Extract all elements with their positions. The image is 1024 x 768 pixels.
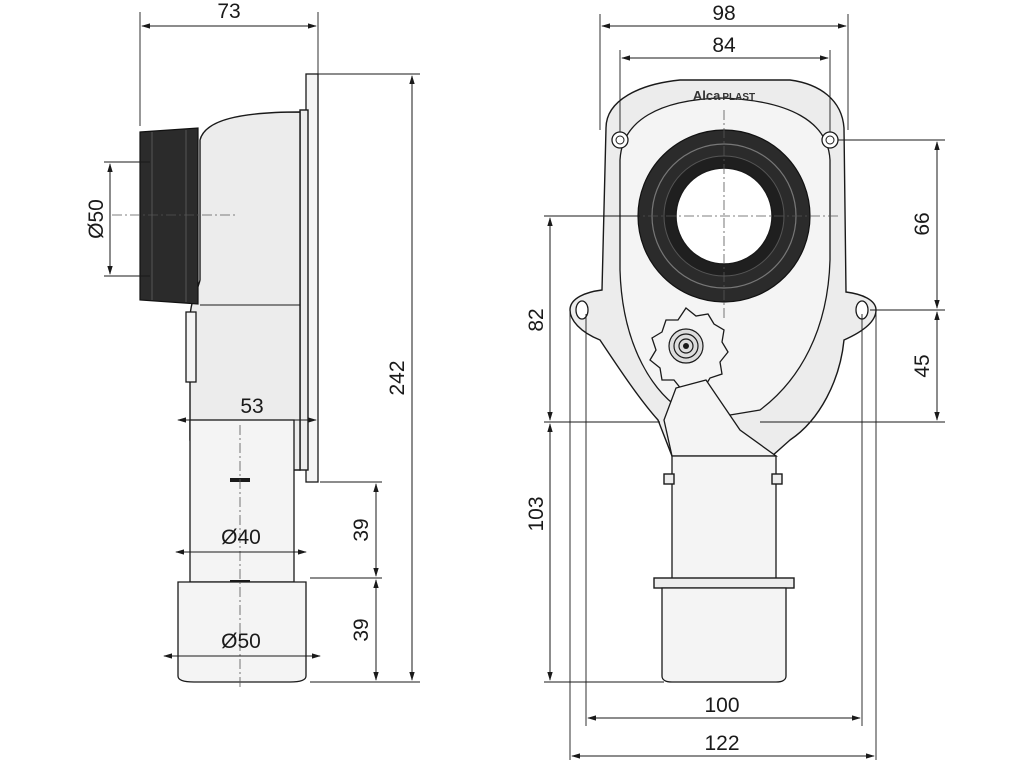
- dim-242: 242: [386, 360, 409, 395]
- mounting-hole-top-right: [821, 131, 839, 149]
- dim-diameter-50-inlet: Ø50: [85, 199, 108, 239]
- front-outlet-socket: [661, 587, 787, 683]
- dim-66: 66: [911, 212, 934, 235]
- dim-73: 73: [217, 0, 240, 23]
- pipe-clip-right: [771, 473, 783, 485]
- dim-100: 100: [704, 694, 739, 717]
- inlet-rubber-seal: [139, 127, 199, 305]
- dim-39-upper: 39: [350, 518, 373, 541]
- dim-diameter-40: Ø40: [221, 526, 261, 549]
- mounting-hole-top-left: [611, 131, 629, 149]
- dim-103: 103: [525, 496, 548, 531]
- dim-53: 53: [240, 395, 263, 418]
- cleaning-nut: [649, 307, 729, 391]
- flange-lip: [299, 109, 309, 471]
- front-socket-rim: [653, 577, 795, 589]
- dim-98: 98: [712, 2, 735, 25]
- dim-diameter-50-outlet: Ø50: [221, 630, 261, 653]
- outlet-pipe: [189, 419, 295, 583]
- dim-122: 122: [704, 732, 739, 755]
- mounting-hole-left: [575, 300, 589, 320]
- dim-84: 84: [712, 34, 736, 57]
- front-outlet-pipe: [671, 455, 777, 581]
- dim-82: 82: [525, 308, 548, 331]
- pipe-clip-left: [663, 473, 675, 485]
- side-tab: [185, 311, 197, 383]
- dim-39-lower: 39: [350, 618, 373, 641]
- dim-45: 45: [911, 354, 934, 377]
- side-view: 73 Ø50 242 53 Ø40 39 39 Ø50: [85, 0, 420, 690]
